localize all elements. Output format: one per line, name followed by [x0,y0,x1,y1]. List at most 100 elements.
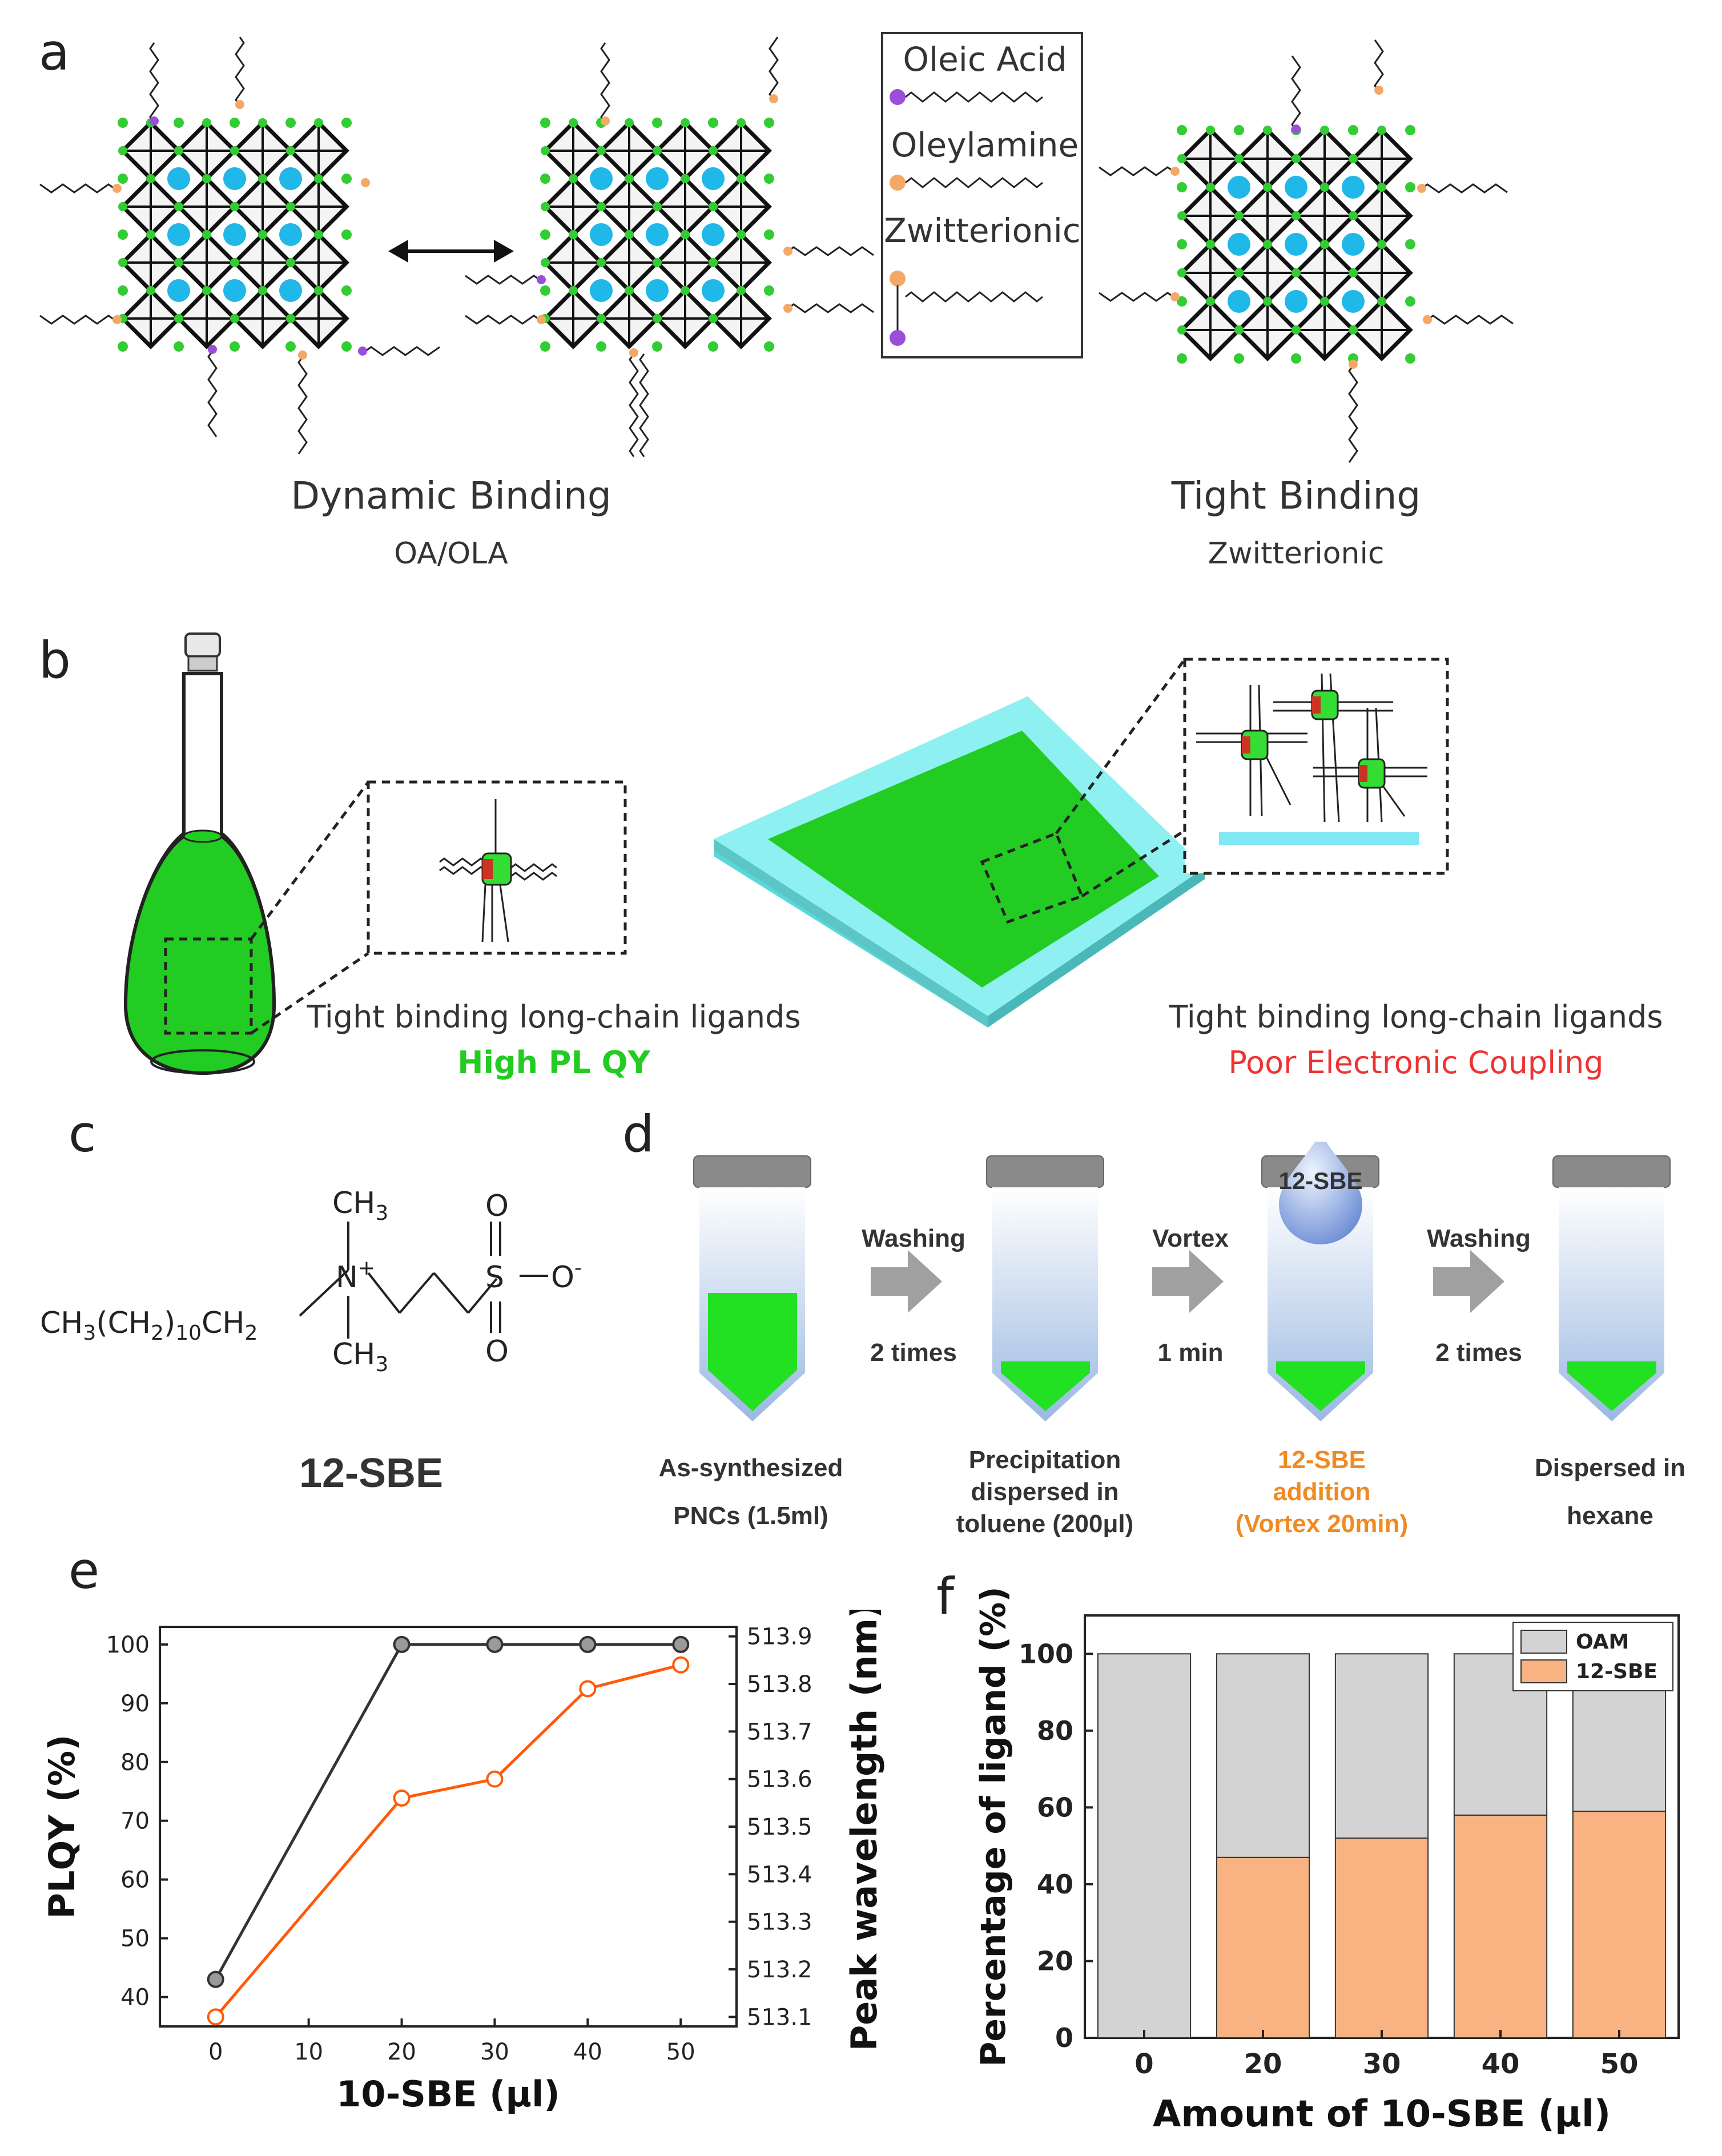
bar-12-sbe [1572,1811,1667,2038]
halide-ion [737,286,746,295]
halide-ion [1177,268,1186,277]
cation-ion [1342,176,1365,199]
halide-ion [1320,240,1329,249]
halide-ion [541,202,550,211]
bar-12-sbe [1453,1814,1548,2038]
nanocrystal-single-icon [439,799,557,942]
y-tick-label: 60 [120,1867,150,1893]
cation-ion [1342,233,1365,256]
halide-ion [1349,268,1358,277]
halide-ion [1177,296,1187,307]
halide-ion [286,314,295,323]
halide-ion [1234,325,1244,335]
x-tick-label: 10 [294,2039,323,2065]
halide-ion [118,285,128,296]
halide-ion [569,286,578,295]
halide-ion [174,314,183,323]
ligand-head [537,315,546,324]
cation-ion [1228,176,1250,199]
ligand-head [208,345,217,354]
halide-ion [202,118,211,127]
cation-ion [646,167,669,190]
arrow-2-icon [1152,1250,1224,1313]
solution-caption: Tight binding long-chain ligands [307,999,801,1035]
droplet-label: 12-SBE [1278,1167,1363,1194]
solution-highlight: High PL QY [457,1045,650,1081]
halide-ion [653,202,662,211]
svg-text:O: O [485,1189,509,1223]
halide-ion [709,202,718,211]
y-tick-label: 80 [1037,1715,1073,1746]
x-tick-label: 0 [208,2039,223,2065]
halide-ion [764,174,774,184]
halide-ion [341,229,352,240]
ligand-head [358,346,367,356]
svg-text:CH3: CH3 [332,1337,388,1376]
halide-ion [1263,126,1272,135]
compound-name: 12-SBE [299,1450,444,1496]
y-tick-label: 0 [1055,2022,1073,2053]
dynamic-binding-title: Dynamic Binding [291,474,611,518]
halide-ion [1291,353,1301,364]
halide-ion [1206,126,1215,135]
halide-ion [1234,211,1244,220]
halide-ion [709,146,718,155]
halide-ion [737,118,746,127]
halide-ion [341,285,352,296]
y2-tick-label: 513.2 [747,1957,812,1983]
volumetric-flask-icon [123,632,370,1075]
ligand-chain [207,350,218,437]
halide-ion [1349,154,1358,163]
cation-ion [1342,290,1365,313]
halide-ion [285,341,296,352]
bar-oam [1097,1653,1192,2039]
halide-ion [1405,353,1415,364]
halide-ion [1405,296,1415,307]
ligand-head [783,304,792,313]
plot-frame [159,1626,738,2028]
ligand-head [629,348,638,357]
legend-zwitterionic-label: Zwitterionic [884,211,1081,250]
halide-ion [258,118,267,127]
halide-ion [1320,297,1329,306]
ligand-chain [1291,55,1301,131]
data-point-2 [393,1790,411,1807]
bar-12-sbe [1334,1837,1429,2038]
halide-ion [1234,154,1244,163]
y2-axis-label: Peak wavelength (nm) [843,1610,885,2051]
halide-ion [1206,240,1215,249]
halide-ion [764,229,774,240]
halide-ion [1292,211,1301,220]
data-point-2 [672,1656,690,1674]
x-axis-label: Amount of 10-SBE (μl) [1153,2093,1611,2135]
series-line-2 [214,1663,681,2018]
halide-ion [314,286,323,295]
halide-ion [597,202,606,211]
halide-ion [314,174,323,183]
series-line-1 [214,1643,681,1980]
cation-ion [646,279,669,302]
svg-text:O: O [485,1335,509,1369]
halide-ion [1377,240,1386,249]
cation-ion [223,223,246,246]
halide-ion [1405,125,1415,135]
y2-tick-label: 513.3 [747,1909,812,1936]
halide-ion [625,230,634,239]
cation-ion [167,167,190,190]
halide-ion [314,118,323,127]
ligand-chains [39,37,1514,463]
lattice-middle [540,118,774,352]
svg-text:O-: O- [551,1256,582,1295]
ligand-chain [149,42,159,123]
halide-ion [174,341,184,352]
halide-ion [118,341,128,352]
halide-ion [146,174,155,183]
equilibrium-arrow-icon [388,240,514,263]
halide-ion [540,341,550,352]
cation-ion [279,223,302,246]
ligand-chain [1374,39,1384,92]
ligand-head [537,275,546,284]
halide-ion [230,258,239,267]
halide-ion [653,258,662,267]
